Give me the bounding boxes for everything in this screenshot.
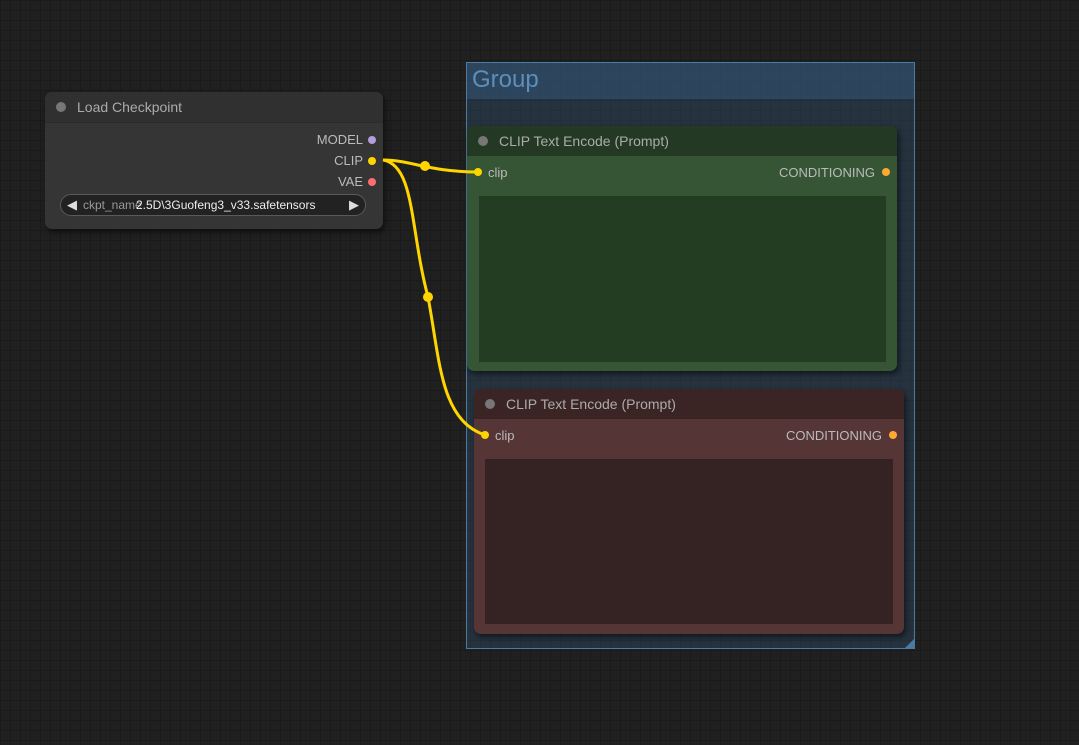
node-title: CLIP Text Encode (Prompt) — [499, 133, 669, 149]
combo-name: ckpt_name — [83, 198, 142, 212]
link-midpoint-negative[interactable] — [423, 292, 433, 302]
prompt-text-area[interactable] — [485, 459, 893, 624]
load-checkpoint-node[interactable]: Load Checkpoint MODEL CLIP VAE ◀ ckpt_na… — [45, 92, 383, 229]
output-label-conditioning: CONDITIONING — [785, 428, 882, 443]
output-dot-clip[interactable] — [368, 157, 376, 165]
output-dot-conditioning[interactable] — [882, 168, 890, 176]
group-title-bar[interactable]: Group — [467, 63, 914, 99]
input-label-clip: clip — [495, 428, 515, 443]
input-label-clip: clip — [488, 165, 508, 180]
node-title: Load Checkpoint — [77, 99, 183, 115]
output-label-conditioning: CONDITIONING — [778, 165, 875, 180]
output-label-vae: VAE — [337, 174, 363, 189]
output-label-model: MODEL — [316, 132, 363, 147]
node-title-bar[interactable]: CLIP Text Encode (Prompt) — [467, 126, 897, 156]
collapse-dot-icon[interactable] — [485, 399, 495, 409]
node-title: CLIP Text Encode (Prompt) — [506, 396, 676, 412]
link-midpoint-positive[interactable] — [420, 161, 430, 171]
output-dot-vae[interactable] — [368, 178, 376, 186]
node-title-bar[interactable]: CLIP Text Encode (Prompt) — [474, 389, 904, 419]
group-title: Group — [472, 66, 539, 93]
combo-left-arrow-icon[interactable]: ◀ — [67, 197, 77, 212]
combo-value: 2.5D\3Guofeng3_v33.safetensors — [136, 198, 316, 212]
link-clip-to-positive[interactable] — [382, 158, 479, 174]
group-resize-handle[interactable] — [905, 639, 914, 648]
output-label-clip: CLIP — [334, 153, 363, 168]
input-dot-clip[interactable] — [481, 431, 489, 439]
clip-text-encode-positive-node[interactable]: CLIP Text Encode (Prompt) clip CONDITION… — [467, 126, 897, 371]
combo-right-arrow-icon[interactable]: ▶ — [349, 197, 359, 212]
output-dot-conditioning[interactable] — [889, 431, 897, 439]
ckpt-name-combo[interactable]: ◀ ckpt_name 2.5D\3Guofeng3_v33.safetenso… — [60, 194, 366, 216]
prompt-text-area[interactable] — [479, 196, 886, 362]
node-title-bar[interactable]: Load Checkpoint — [45, 92, 383, 123]
clip-text-encode-negative-node[interactable]: CLIP Text Encode (Prompt) clip CONDITION… — [474, 389, 904, 634]
collapse-dot-icon[interactable] — [478, 136, 488, 146]
collapse-dot-icon[interactable] — [56, 102, 66, 112]
output-dot-model[interactable] — [368, 136, 376, 144]
input-dot-clip[interactable] — [474, 168, 482, 176]
